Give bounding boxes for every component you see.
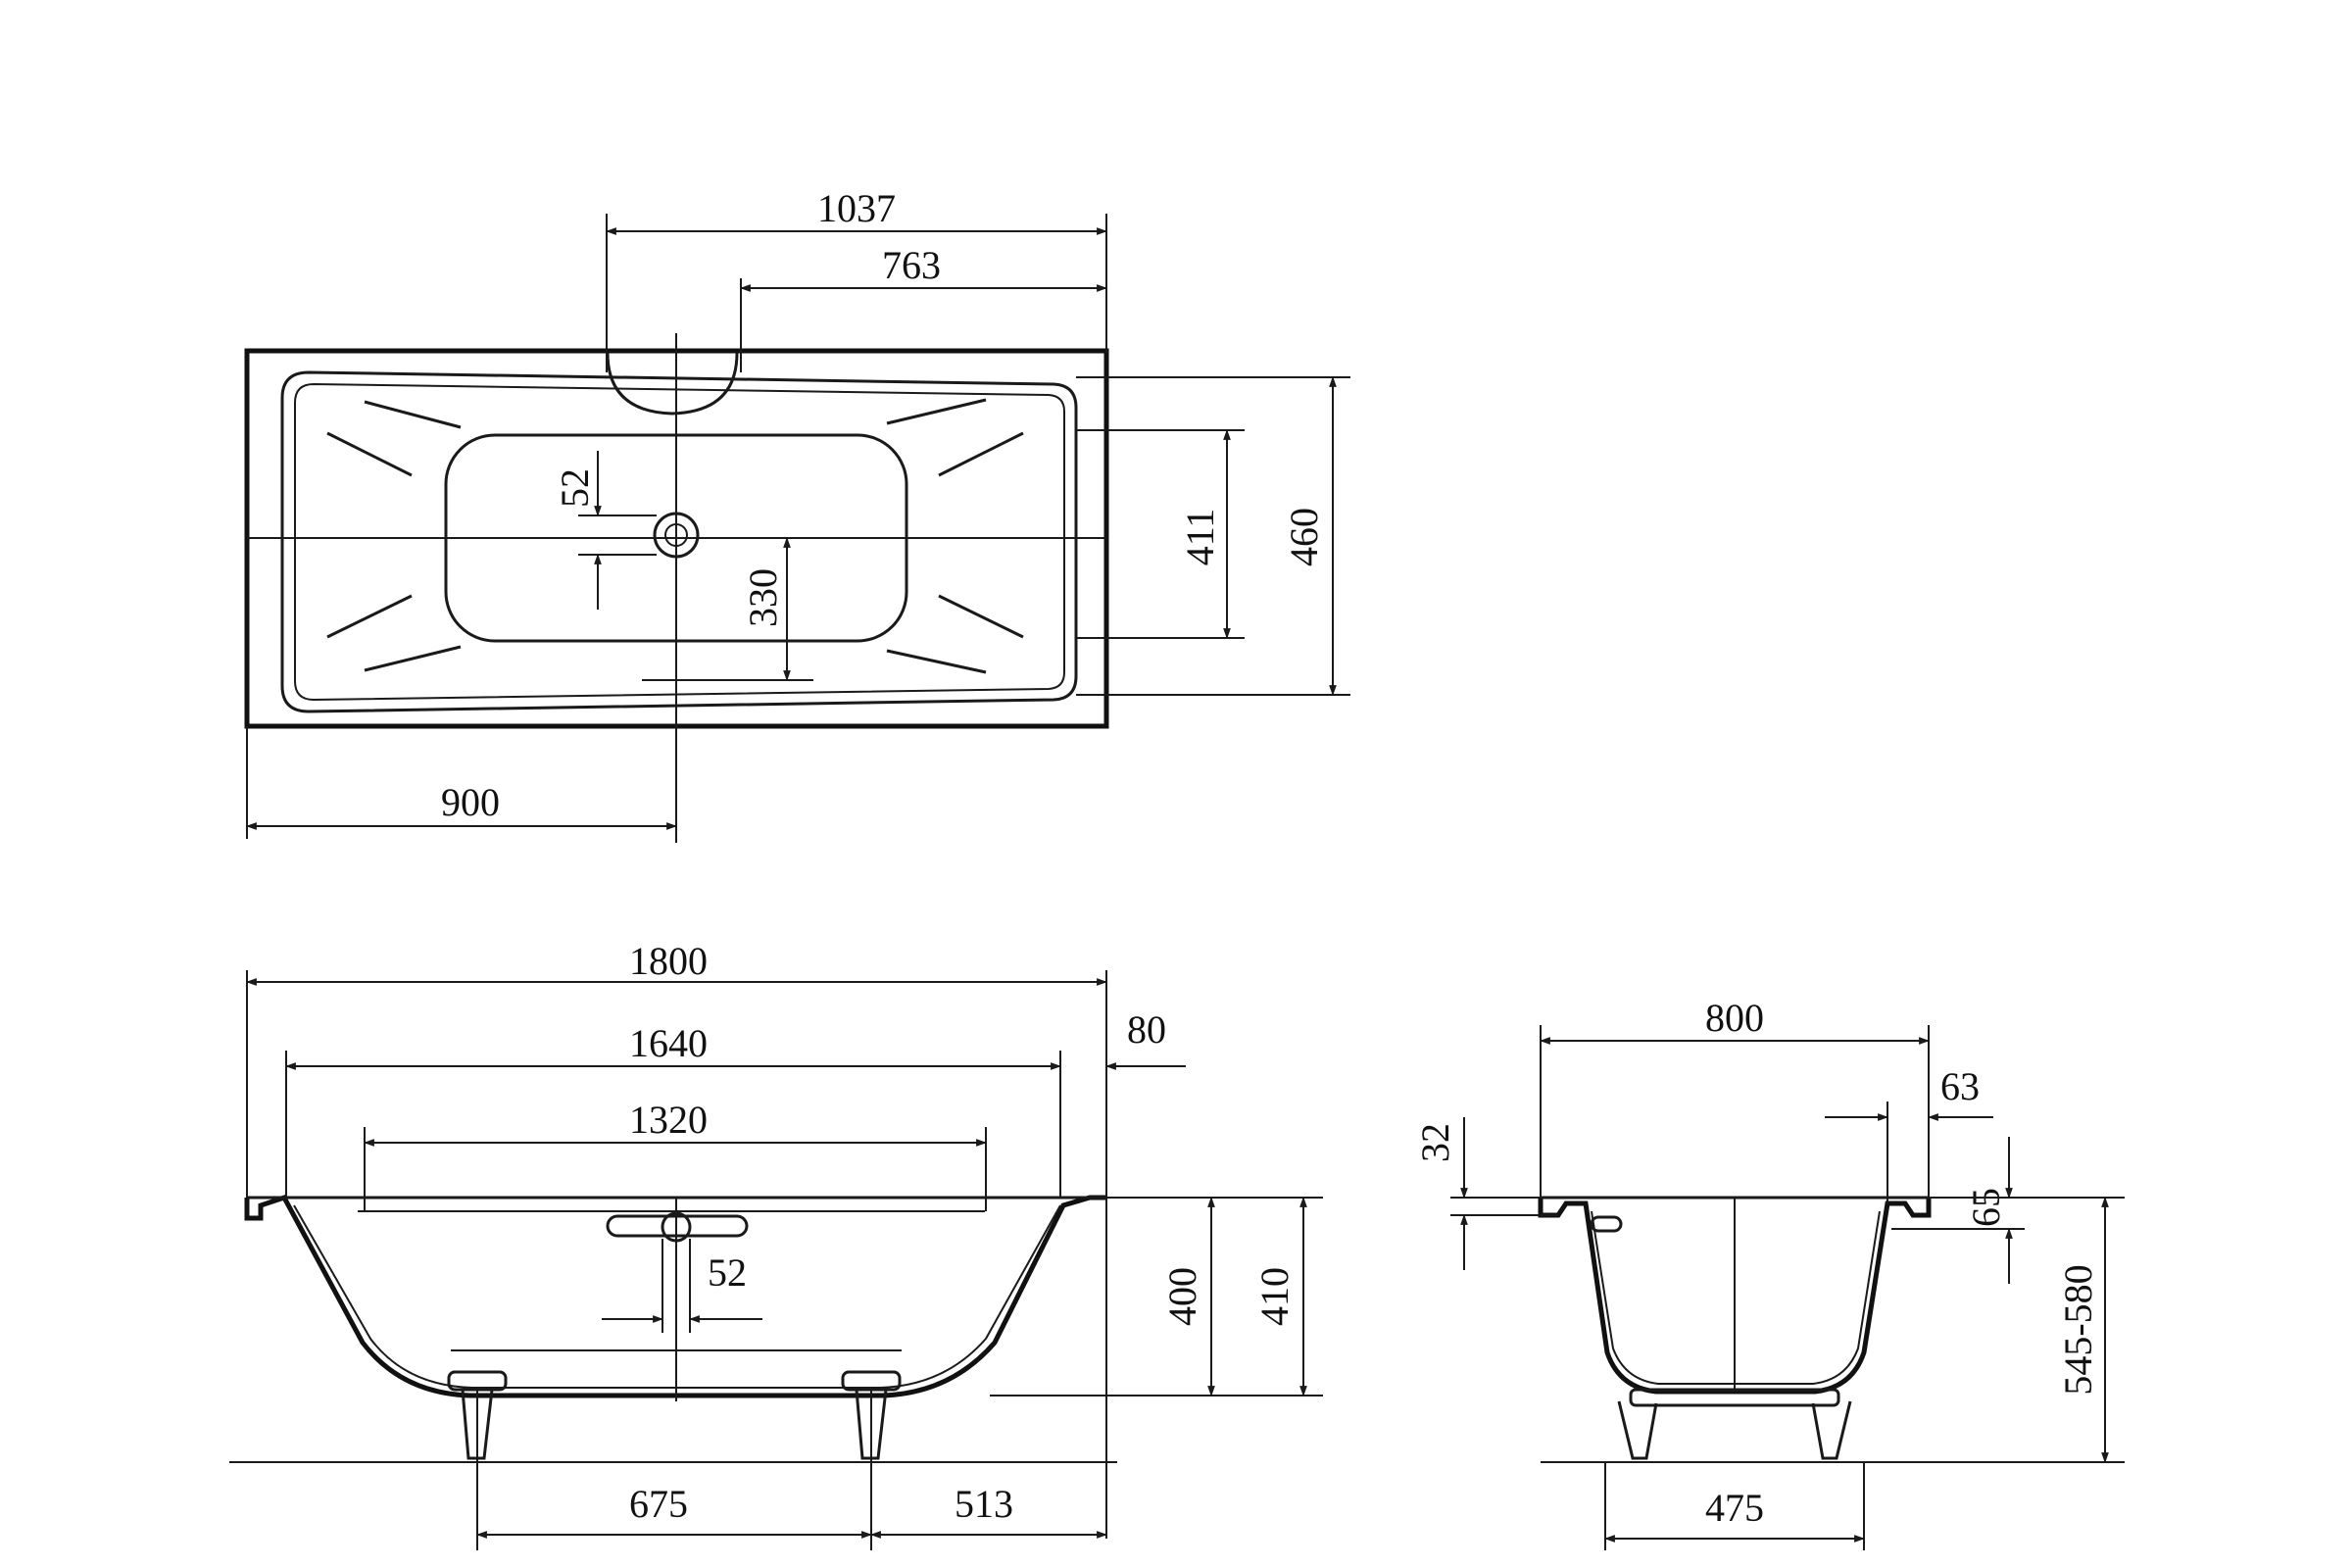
dim-label-330: 330 (741, 568, 785, 627)
dim-label-411: 411 (1178, 509, 1222, 566)
overflow-fitting (606, 1211, 749, 1243)
dimension-52-top: 52 (553, 451, 657, 610)
dim-label-800: 800 (1705, 996, 1764, 1040)
dim-label-32: 32 (1413, 1123, 1457, 1162)
dimension-410: 410 (1235, 1196, 1323, 1397)
dimension-460: 460 (1076, 375, 1350, 697)
end-overflow-fitting (1590, 1215, 1623, 1233)
dimension-675: 675 (475, 1458, 873, 1550)
dimension-800: 800 (1539, 996, 1931, 1198)
side-view: 1800 1640 80 1320 52 4 (229, 939, 1323, 1550)
dimension-1320: 1320 (363, 1098, 988, 1211)
dim-label-675: 675 (629, 1482, 688, 1526)
basin-inner-outline (294, 382, 1065, 702)
left-support-foot (447, 1370, 508, 1460)
dim-label-65: 65 (1964, 1188, 2008, 1227)
centerlines (247, 333, 1106, 843)
dim-label-52-top: 52 (553, 468, 597, 508)
dimension-1037: 1037 (605, 186, 1108, 372)
dimension-32: 32 (1413, 1117, 1558, 1270)
dim-label-1640: 1640 (629, 1021, 708, 1065)
dimension-63: 63 (1825, 1064, 1993, 1203)
dimension-52-side: 52 (602, 1239, 762, 1333)
dim-label-80: 80 (1127, 1007, 1166, 1052)
dimension-475: 475 (1603, 1462, 1866, 1550)
dimension-513: 513 (869, 1458, 1108, 1550)
dim-label-1320: 1320 (629, 1098, 708, 1142)
dimension-400: 400 (990, 1196, 1323, 1397)
end-view: 800 63 32 65 545-580 (1413, 996, 2125, 1550)
dimension-763: 763 (739, 243, 1108, 372)
dim-label-400: 400 (1160, 1267, 1204, 1326)
dimension-411: 411 (1076, 428, 1245, 640)
end-feet-assembly (1617, 1388, 1852, 1460)
dim-label-900: 900 (441, 780, 500, 824)
dimension-65: 65 (1891, 1137, 2025, 1284)
dim-label-63: 63 (1940, 1064, 1980, 1108)
overflow-recess (606, 352, 739, 416)
dimension-1800: 1800 (245, 939, 1108, 1539)
dim-label-1037: 1037 (817, 186, 896, 230)
dimension-1640: 1640 (284, 1021, 1062, 1198)
dim-label-475: 475 (1705, 1486, 1764, 1530)
dim-label-410: 410 (1252, 1267, 1297, 1326)
backrest-grooves (326, 398, 1024, 674)
dimension-80: 80 (1104, 1007, 1186, 1070)
dim-label-460: 460 (1282, 508, 1326, 566)
dim-label-545-580: 545-580 (2056, 1264, 2100, 1395)
dim-label-52-side: 52 (708, 1250, 747, 1295)
dim-label-763: 763 (882, 243, 941, 287)
dim-label-513: 513 (955, 1482, 1013, 1526)
dimension-330: 330 (642, 536, 813, 682)
basin-outer-outline (280, 370, 1078, 713)
dim-label-1800: 1800 (629, 939, 708, 983)
right-support-foot (841, 1370, 902, 1460)
tub-side-profile (244, 1194, 1106, 1398)
dimension-545-580: 545-580 (1929, 1196, 2125, 1464)
top-view: 1037 763 52 330 411 46 (244, 186, 1350, 843)
dimension-900: 900 (245, 726, 678, 839)
